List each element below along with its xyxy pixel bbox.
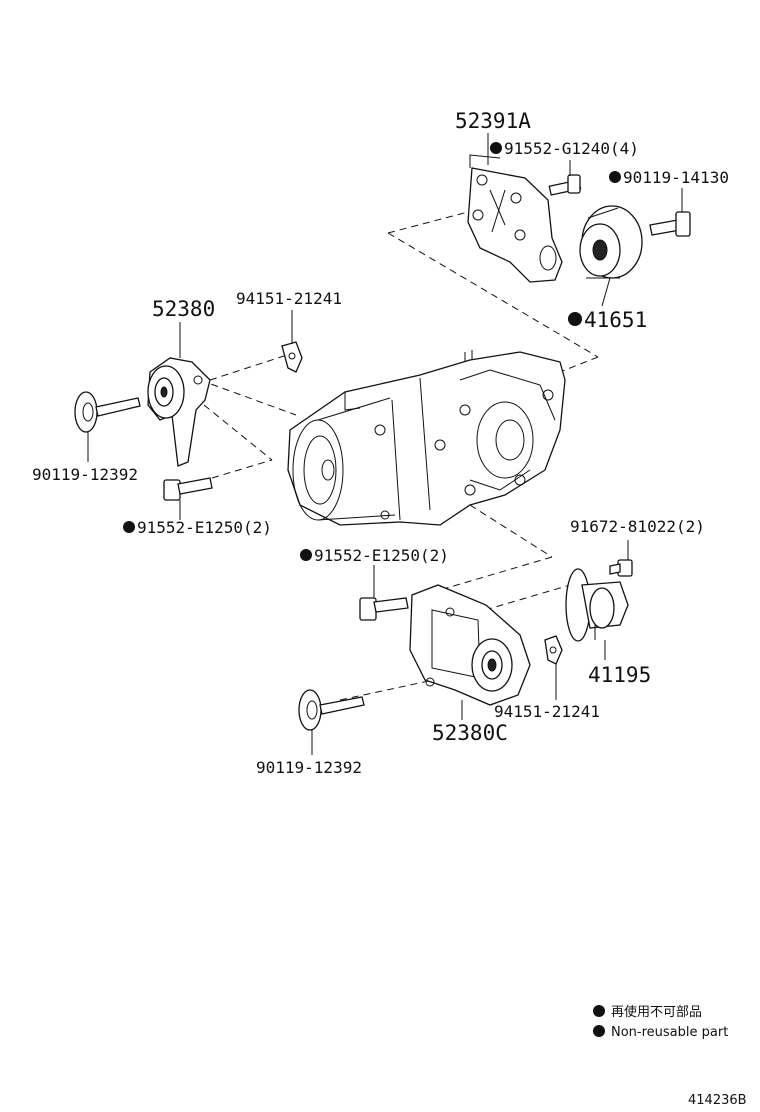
label-90119-12392-bottom: 90119-12392 [256,758,362,777]
bolt-91552-e1250-mid-icon [359,597,409,621]
bolt-91552-g1240-icon [548,174,582,196]
part-labels: 52391A 91552-G1240(4) 90119-14130 41651 … [32,109,729,777]
label-52380c: 52380C [432,721,508,745]
label-91672-81022: 91672-81022(2) [570,517,705,536]
label-90119-14130: 90119-14130 [623,168,729,187]
clip-94151-bottom-icon [544,635,563,665]
diagram-id: 414236B [688,1093,747,1108]
label-52391a: 52391A [455,109,531,133]
legend-japanese: 再使用不可部品 [611,1004,702,1020]
label-94151-top: 94151-21241 [236,289,342,308]
legend-dot-icon [593,1005,605,1017]
bolt-90119-14130-icon [649,211,691,237]
bolt-91552-e1250-left-icon [163,477,213,501]
non-reusable-dot-icon [490,142,502,154]
leader-lines [87,133,683,755]
bolt-91672-icon [609,559,633,577]
non-reusable-dot-icon [568,312,582,326]
legend: 再使用不可部品 Non-reusable part [593,1004,728,1040]
legend-dot-icon [593,1025,605,1037]
bracket-52380-icon [147,357,211,467]
non-reusable-dot-icon [609,171,621,183]
bushing-41651-icon [579,205,643,279]
bolt-90119-12392-left-icon [74,391,141,433]
label-41195: 41195 [588,663,651,687]
legend-english: Non-reusable part [611,1025,728,1040]
dashed-guides [199,211,599,701]
label-94151-bottom: 94151-21241 [494,702,600,721]
bracket-52391a-icon [467,154,563,283]
label-90119-12392-left: 90119-12392 [32,465,138,484]
bracket-52380c-icon [409,584,531,706]
label-91552-g1240: 91552-G1240(4) [504,139,639,158]
label-91552-e1250-mid: 91552-E1250(2) [314,546,449,565]
label-91552-e1250-left: 91552-E1250(2) [137,518,272,537]
non-reusable-dot-icon [123,521,135,533]
mount-41195-icon [565,568,629,642]
non-reusable-dot-icon [300,549,312,561]
bolt-90119-12392-bottom-icon [298,689,365,731]
label-41651: 41651 [584,308,647,332]
label-52380: 52380 [152,297,215,321]
clip-94151-top-icon [281,341,303,373]
differential-housing-icon [287,350,566,526]
